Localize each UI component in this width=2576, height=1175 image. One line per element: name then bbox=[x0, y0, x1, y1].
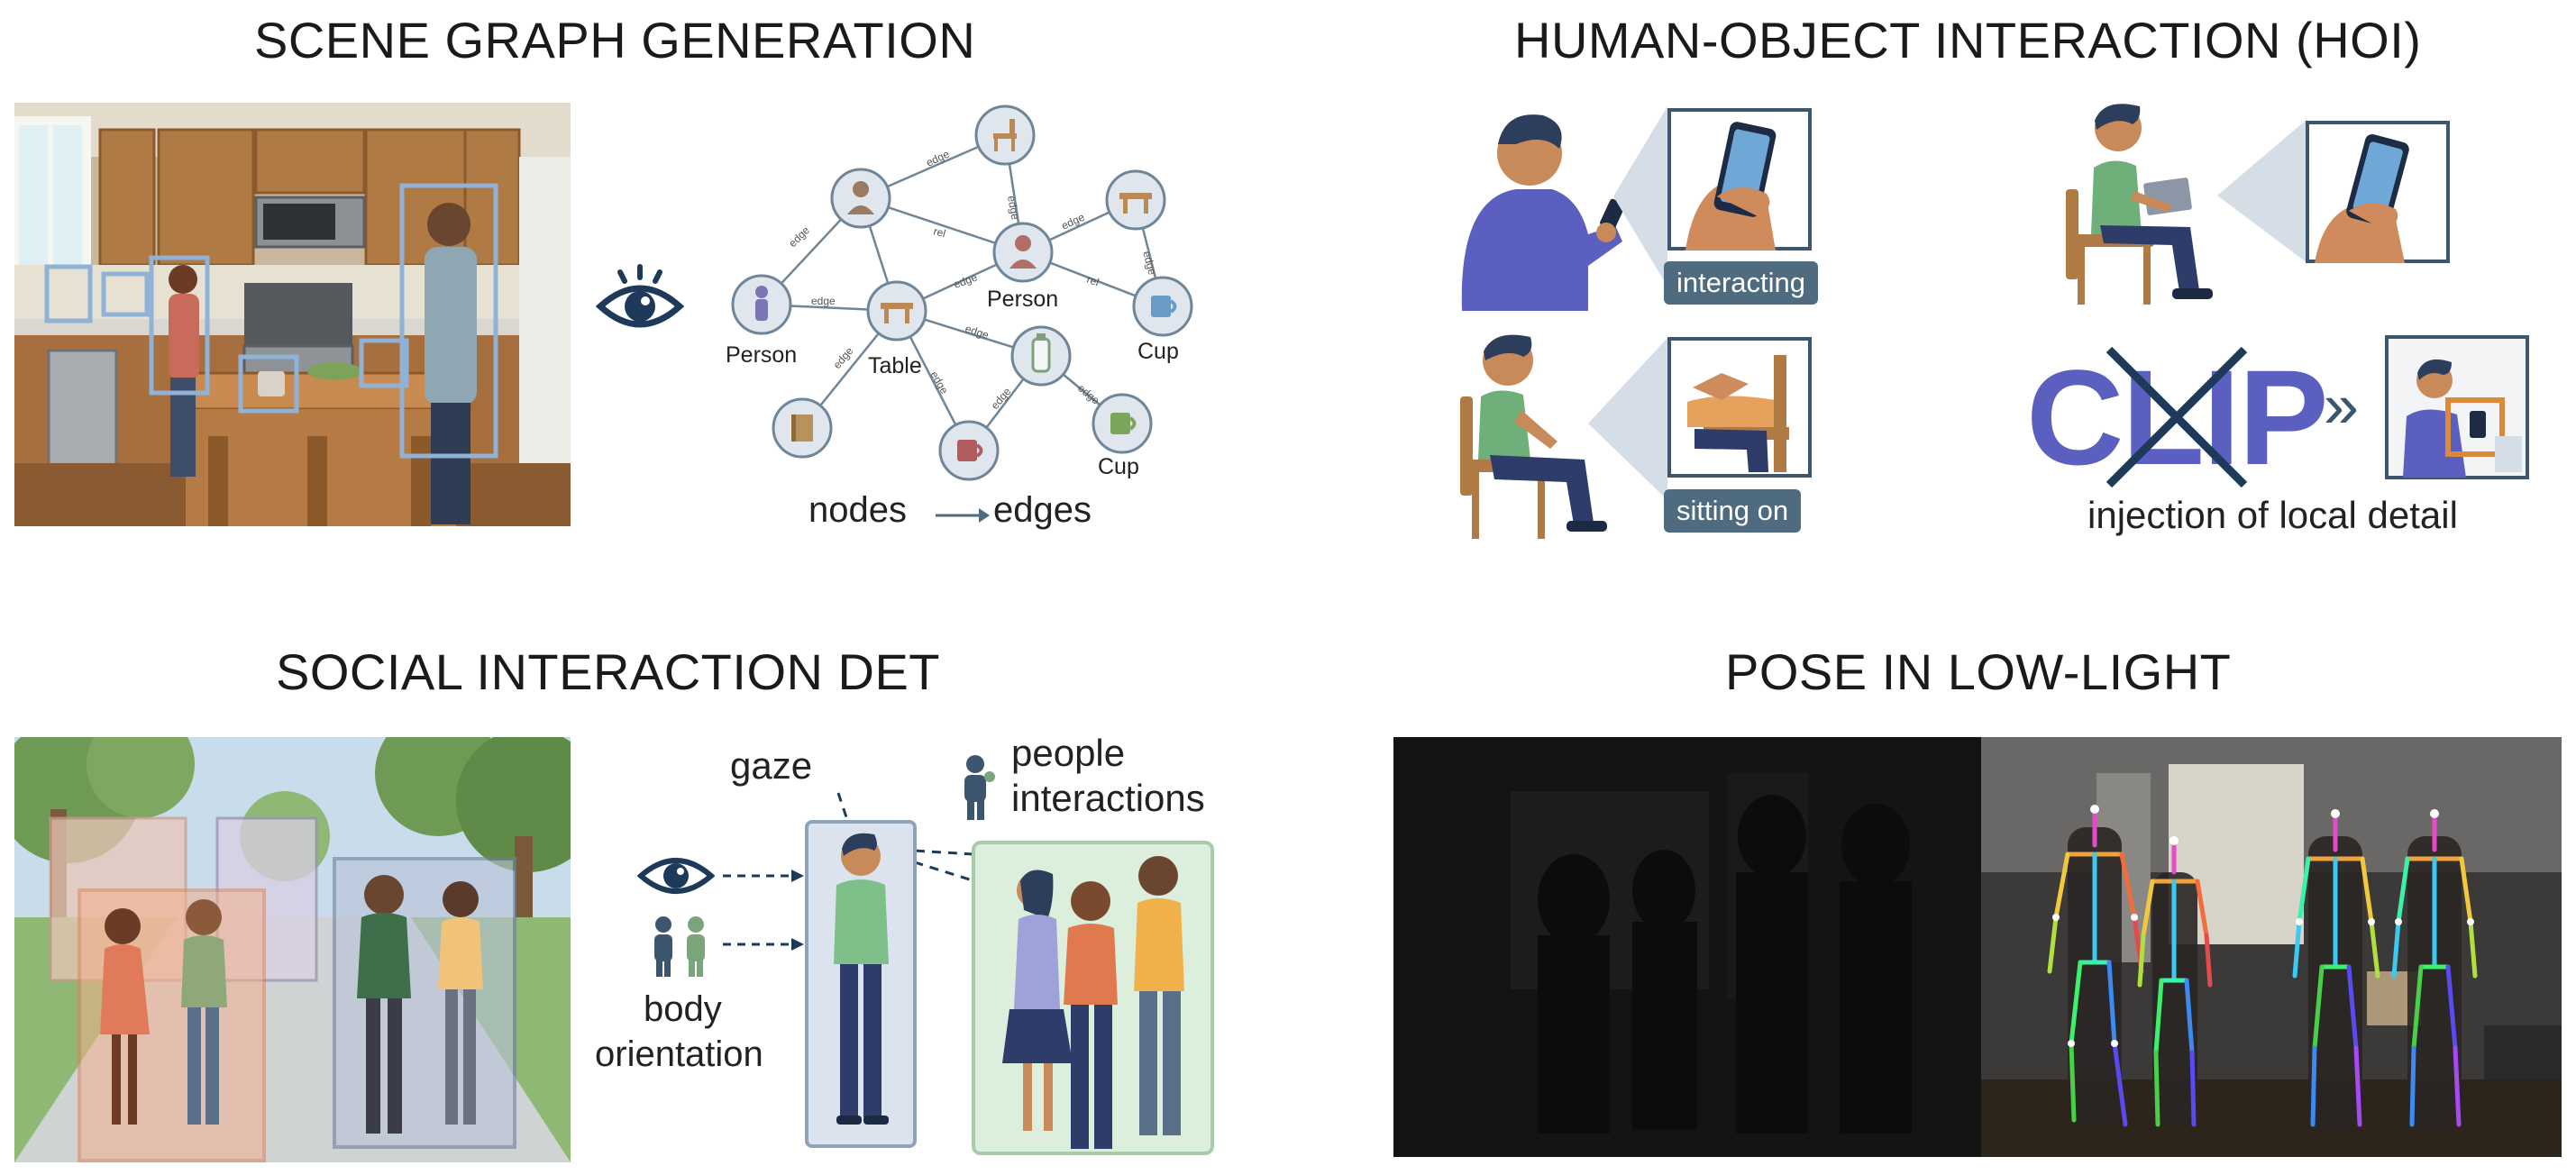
label-interactions: interactions bbox=[1011, 777, 1205, 819]
svg-text:edge: edge bbox=[811, 295, 836, 307]
cup-icon bbox=[957, 440, 983, 461]
tag-interacting: interacting bbox=[1664, 261, 1819, 305]
label-gaze: gaze bbox=[730, 744, 813, 787]
node-label-person-center: Person bbox=[987, 287, 1059, 312]
view-cone bbox=[1588, 338, 1667, 500]
eye-icon bbox=[595, 264, 685, 328]
cup-icon bbox=[1151, 296, 1177, 317]
svg-text:edge: edge bbox=[786, 223, 812, 250]
bottle-icon bbox=[1031, 333, 1051, 373]
caption-injection: injection of local detail bbox=[2087, 494, 2458, 536]
svg-text:rel: rel bbox=[932, 224, 947, 240]
node-label-table: Table bbox=[868, 353, 922, 378]
caption-nodes: nodes bbox=[808, 490, 907, 530]
kitchen-scene-image bbox=[14, 103, 571, 526]
svg-text:edge: edge bbox=[924, 148, 951, 169]
scene-graph-diagram: edge edge edge rel edge edge rel edge ed… bbox=[731, 105, 1193, 481]
social-title: SOCIAL INTERACTION DET bbox=[276, 643, 941, 700]
view-cone bbox=[2217, 119, 2307, 263]
svg-text:rel: rel bbox=[1085, 273, 1101, 289]
svg-text:edge: edge bbox=[964, 323, 991, 342]
chair-icon bbox=[993, 119, 1017, 151]
label-orientation: orientation bbox=[595, 1034, 763, 1074]
eye-icon bbox=[637, 858, 715, 894]
svg-text:edge: edge bbox=[1005, 195, 1021, 221]
cup-icon bbox=[1110, 413, 1137, 434]
people-icon bbox=[654, 916, 705, 977]
pose-title: POSE IN LOW-LIGHT bbox=[1725, 643, 2232, 700]
person-icon bbox=[1009, 235, 1037, 269]
label-people: people bbox=[1011, 732, 1126, 774]
sgg-title: SCENE GRAPH GENERATION bbox=[254, 12, 976, 68]
node-label-cup-right: Cup bbox=[1137, 339, 1179, 364]
double-chevron-icon: » bbox=[2324, 370, 2359, 441]
local-detail-image bbox=[2385, 335, 2529, 479]
tag-sitting-on: sitting on bbox=[1664, 489, 1802, 533]
seated-person-figure bbox=[1460, 334, 1607, 539]
table-icon bbox=[1119, 193, 1152, 214]
person-holding-phone-figure bbox=[1461, 114, 1625, 311]
phone-crop-image bbox=[1667, 108, 1812, 250]
social-gaze-diagram bbox=[805, 792, 1214, 1155]
svg-text:edge: edge bbox=[927, 369, 951, 396]
gaze-arrow bbox=[723, 870, 804, 882]
cross-out-icon bbox=[2106, 346, 2248, 488]
table-icon bbox=[881, 303, 913, 323]
book-icon bbox=[791, 414, 813, 442]
view-cone bbox=[1613, 106, 1667, 287]
person-icon bbox=[847, 181, 874, 214]
person-icon bbox=[755, 286, 768, 321]
phone-icon bbox=[2346, 133, 2409, 227]
svg-text:edge: edge bbox=[952, 270, 979, 290]
park-scene-image bbox=[14, 737, 571, 1162]
caption-edges: edges bbox=[993, 490, 1092, 530]
chair-crop-image bbox=[1667, 337, 1812, 478]
node-label-cup-bottom: Cup bbox=[1098, 454, 1139, 479]
phone-crop-image bbox=[2306, 121, 2450, 263]
node-label-person-left: Person bbox=[726, 342, 798, 368]
label-body: body bbox=[644, 989, 722, 1029]
hoi-title: HUMAN-OBJECT INTERACTION (HOI) bbox=[1514, 12, 2422, 68]
orientation-arrow bbox=[723, 938, 804, 951]
person-at-laptop-figure bbox=[2066, 104, 2213, 305]
pose-lowlight-image bbox=[1393, 737, 2562, 1157]
svg-text:edge: edge bbox=[1140, 250, 1159, 277]
arrow-right-icon bbox=[936, 508, 990, 523]
person-people-icon bbox=[964, 755, 995, 820]
